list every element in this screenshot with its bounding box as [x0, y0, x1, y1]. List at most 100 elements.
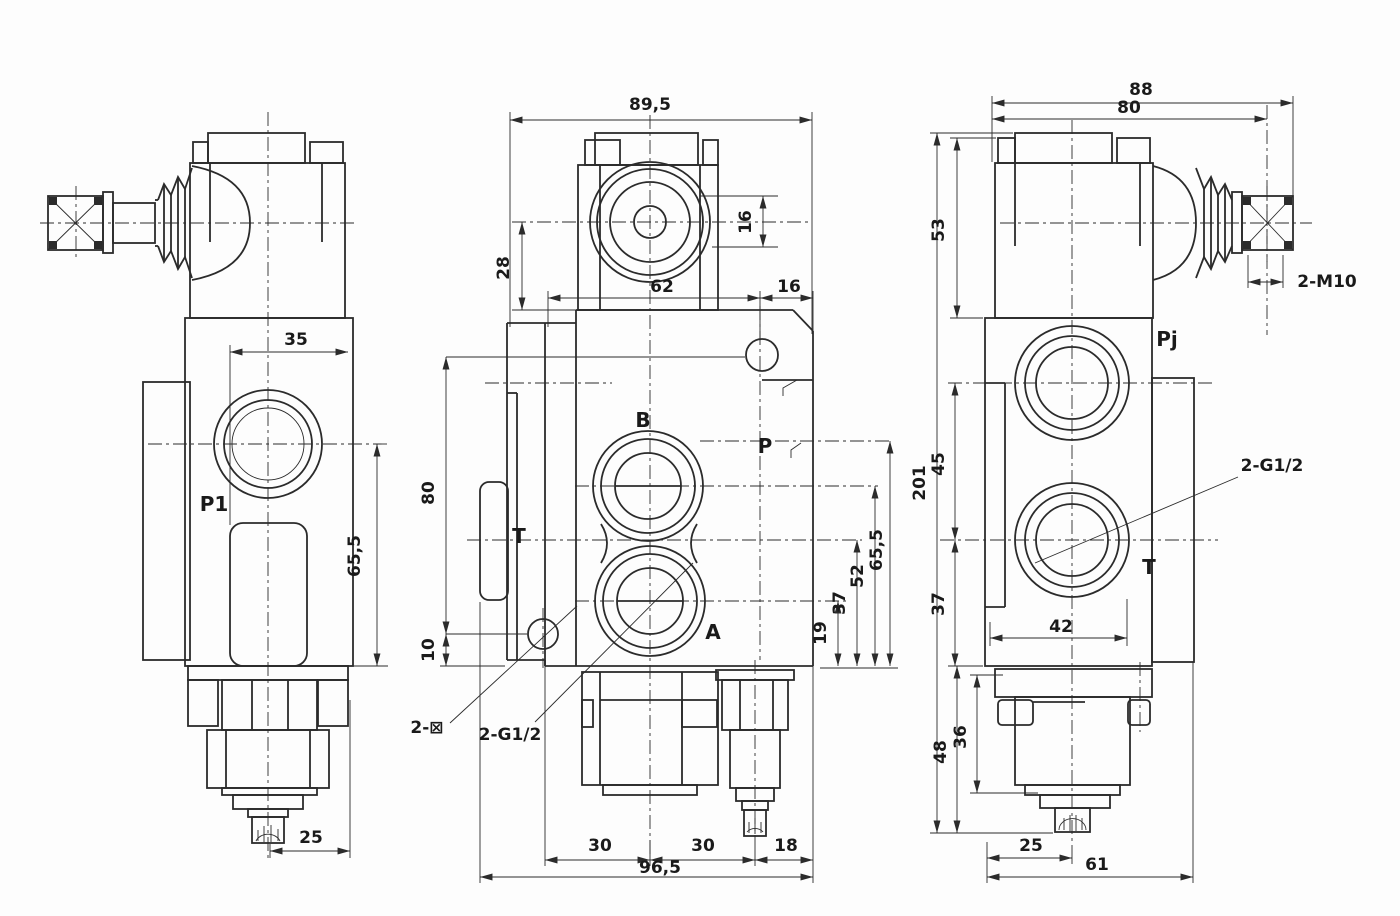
solenoid-top-front-segment — [584, 139, 621, 166]
edge-break — [790, 442, 802, 458]
edge-break — [782, 379, 798, 396]
solenoid-top-front-segment — [594, 132, 699, 166]
centerlines-front — [467, 115, 893, 854]
pilot-stack-right-segment — [1024, 784, 1121, 796]
adjuster-stack-left-segment — [317, 679, 349, 727]
dim-25-right: 25 — [1019, 836, 1043, 856]
dim-25-left: 25 — [299, 828, 323, 848]
side-plate — [1151, 377, 1195, 663]
boss-waist — [690, 523, 698, 564]
boss-waist — [600, 523, 608, 564]
dim-96-5: 96,5 — [639, 858, 681, 878]
pilot-stack-right — [994, 662, 1153, 833]
dim-36: 36 — [951, 725, 971, 749]
dim-16-solenoid: 16 — [736, 210, 756, 234]
gauge-hole — [745, 338, 779, 372]
solenoid-top-front-segment — [702, 139, 719, 166]
dim-19: 19 — [811, 621, 831, 645]
callout-plug: 2-⊠ — [410, 718, 443, 738]
bellows-top-edge — [157, 167, 193, 201]
joystick-assembly-right — [1152, 165, 1294, 281]
adjuster-stack-left-segment — [187, 679, 219, 727]
dim-37-front: 37 — [830, 591, 850, 615]
actuator-housing-left — [189, 132, 346, 319]
dim-201: 201 — [910, 465, 930, 501]
actuator-housing-right-segment — [1014, 132, 1113, 164]
spool-slot — [229, 522, 308, 667]
dimensions-front — [440, 112, 898, 883]
leader-plug — [449, 605, 578, 724]
callout-g12-right: 2-G1/2 — [1241, 456, 1304, 476]
pilot-solenoid-bottom-segment — [681, 699, 718, 728]
port-label-p1: P1 — [200, 492, 229, 516]
port-label-p: P — [758, 434, 773, 458]
port-boss-front — [592, 430, 706, 657]
leader-g12-right — [1034, 476, 1239, 564]
leader-g12 — [534, 562, 694, 723]
dimensions-left — [229, 345, 388, 858]
dim-42: 42 — [1049, 617, 1073, 637]
pilot-stack-right-segment — [1127, 699, 1151, 726]
actuator-housing-right-segment — [1116, 137, 1151, 164]
pilot-stack-right-segment — [997, 699, 1034, 726]
housing-top-plate — [207, 132, 306, 164]
pilot-stack-right-segment — [994, 668, 1153, 698]
dim-62: 62 — [650, 277, 674, 297]
dim-88: 88 — [1129, 80, 1153, 100]
cap-corner-pad — [49, 241, 57, 249]
hex-nut — [221, 679, 318, 731]
joystick-assembly-right-segment — [1243, 241, 1251, 249]
dim-53: 53 — [929, 218, 949, 242]
port-label-b: B — [635, 408, 650, 432]
dim-30-b: 30 — [691, 836, 715, 856]
cap-corner-pad — [94, 241, 102, 249]
dim-61: 61 — [1085, 855, 1109, 875]
actuator-housing-right — [994, 132, 1154, 319]
dim-10: 10 — [419, 638, 439, 662]
left-side-view — [40, 112, 390, 858]
dim-35: 35 — [284, 330, 308, 350]
dim-37-right: 37 — [929, 592, 949, 616]
lever-collar — [1231, 191, 1243, 254]
housing-body — [994, 162, 1154, 319]
port-label-t-right: T — [1142, 555, 1156, 579]
dim-65-5-front: 65,5 — [867, 529, 887, 571]
dim-89-5: 89,5 — [629, 95, 671, 115]
callout-2-m10: 2-M10 — [1297, 272, 1357, 292]
valve-body-right — [984, 317, 1195, 667]
pilot-solenoid-bottom-segment — [581, 699, 594, 728]
housing-cap-screw — [309, 141, 344, 164]
dim-80-right: 80 — [1117, 98, 1141, 118]
dim-28: 28 — [494, 256, 514, 280]
relief-valve-front — [715, 660, 795, 848]
joystick-assembly-right-segment — [1284, 197, 1292, 205]
dim-30-a: 30 — [588, 836, 612, 856]
dim-80: 80 — [419, 481, 439, 505]
cap-corner-pad — [49, 197, 57, 205]
dim-52: 52 — [848, 564, 868, 588]
lever-collar — [102, 191, 114, 254]
dim-65-5-left: 65,5 — [345, 535, 365, 577]
centerlines-right — [940, 105, 1312, 845]
valve-body-front — [479, 306, 814, 668]
dim-48: 48 — [931, 740, 951, 764]
dim-16-top-right: 16 — [777, 277, 801, 297]
port-label-t-front: T — [512, 524, 526, 548]
mounting-plate-left — [142, 381, 191, 661]
solenoid-top-front — [577, 132, 719, 311]
front-view — [440, 112, 898, 883]
port-label-a: A — [705, 620, 721, 644]
joystick-assembly-right-segment — [1243, 197, 1251, 205]
mounting-tab — [479, 481, 509, 601]
dim-18: 18 — [774, 836, 798, 856]
housing-cap-screw — [192, 141, 209, 164]
dimensions-right — [930, 96, 1294, 883]
right-side-view — [930, 96, 1312, 883]
callout-g12-front: 2-G1/2 — [479, 725, 542, 745]
actuator-housing-right-segment — [997, 137, 1016, 164]
bellows-bottom-edge — [157, 245, 193, 279]
knurled-cap — [1054, 807, 1091, 833]
